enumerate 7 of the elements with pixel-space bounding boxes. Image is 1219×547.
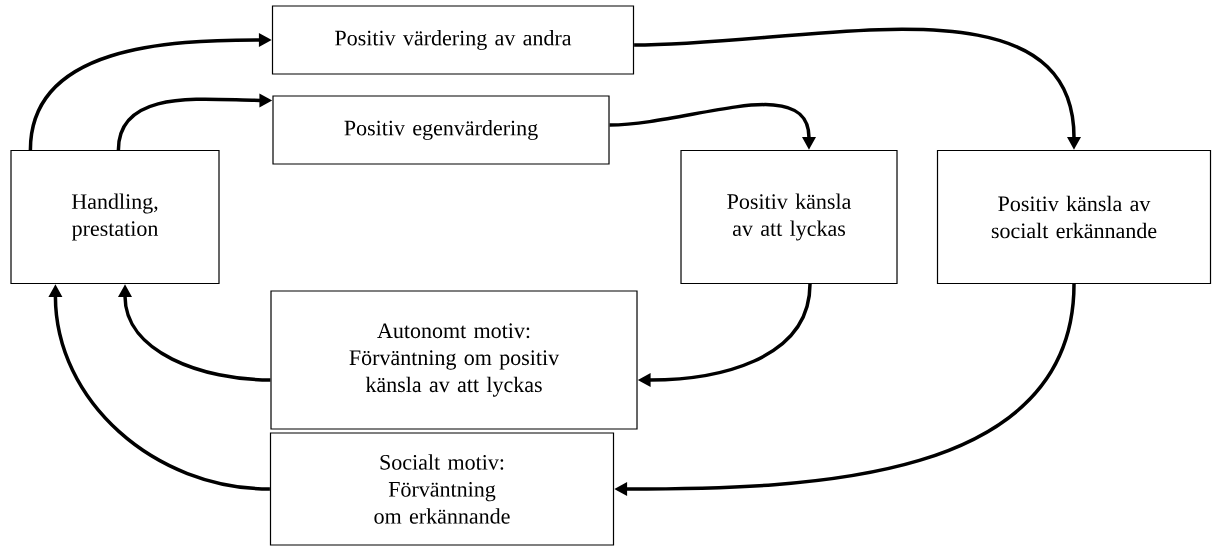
process-box: Handling, prestation — [10, 149, 220, 285]
process-box: Positiv värdering av andra — [271, 5, 635, 75]
process-box: Positiv känsla av att lyckas — [680, 149, 898, 285]
process-box: Socialt motiv: Förväntning om erkännande — [269, 432, 615, 546]
process-box: Autonomt motiv: Förväntning om positiv känsla av att lyckas — [270, 290, 638, 430]
process-box: Positiv känsla av socialt erkännande — [936, 149, 1212, 285]
process-box: Positiv egenvärdering — [272, 95, 610, 165]
